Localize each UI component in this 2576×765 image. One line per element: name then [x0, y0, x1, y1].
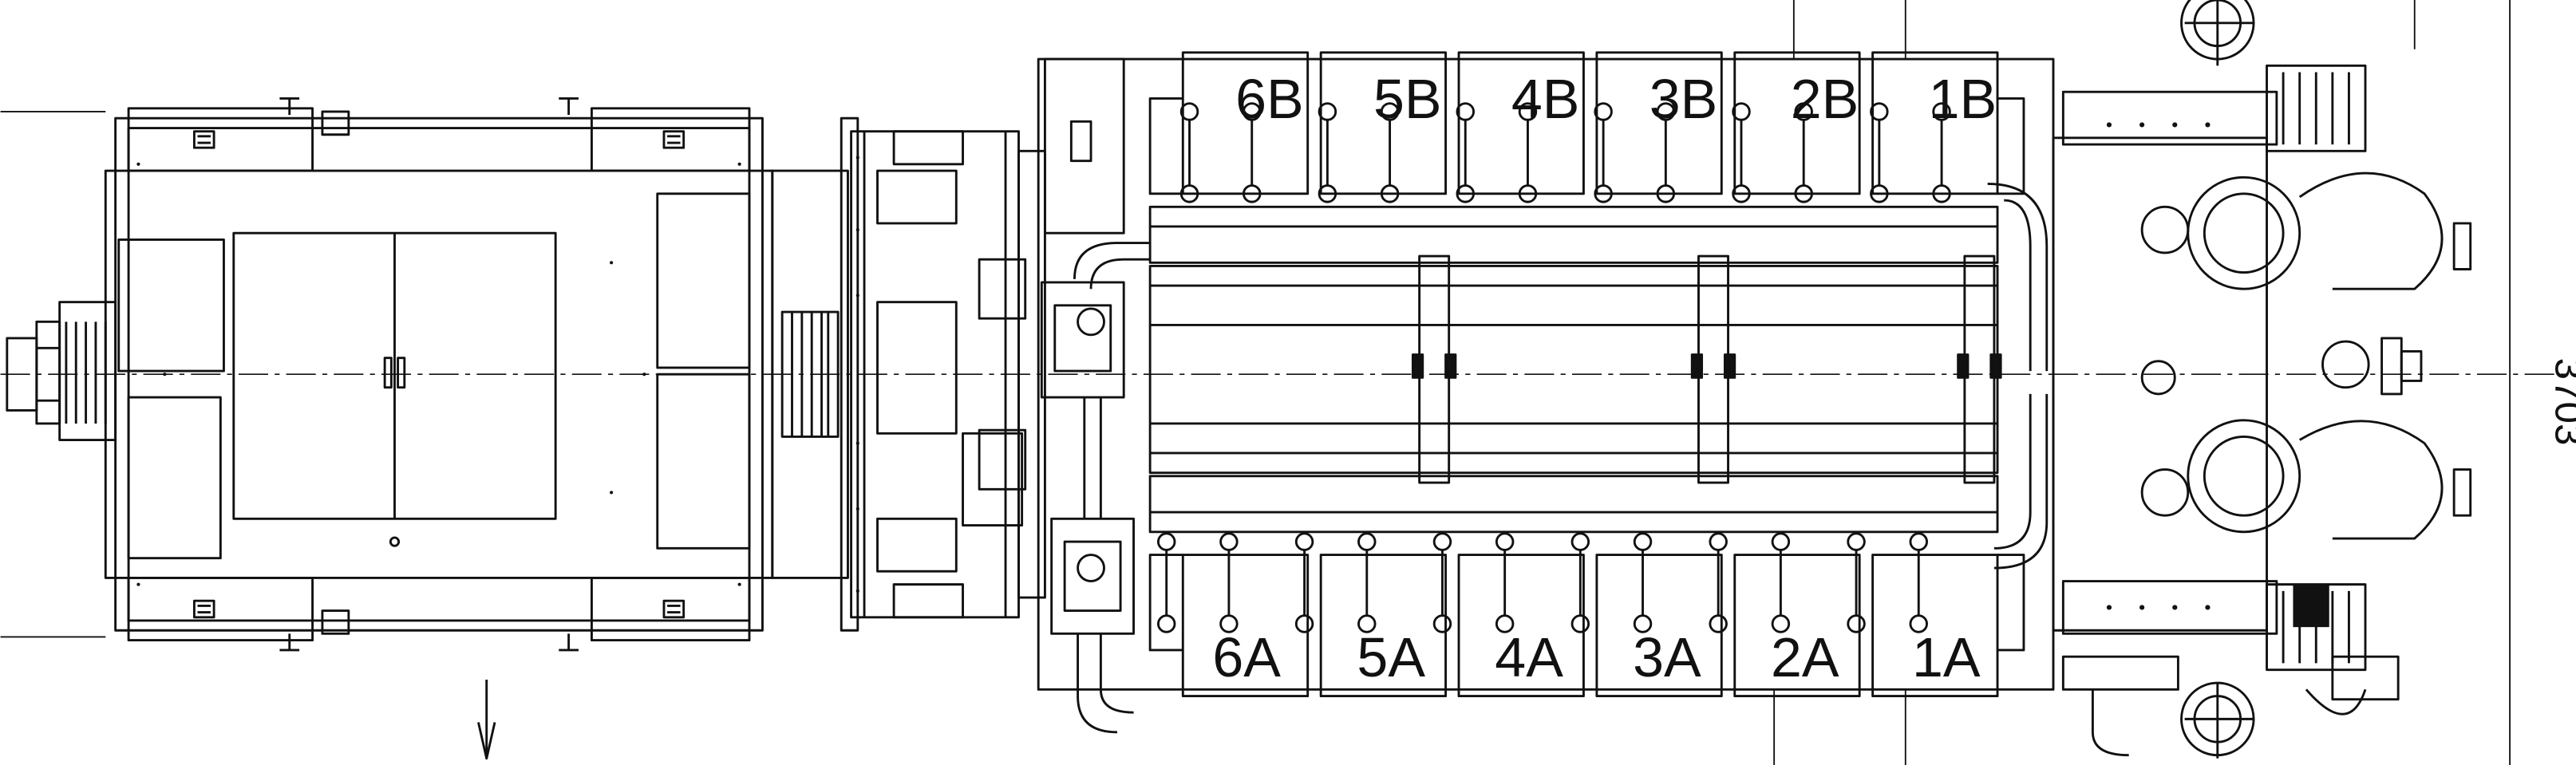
engine-block	[1017, 51, 2055, 734]
coupling-housing	[771, 116, 859, 632]
bank-a-labels: 6A 5A 4A 3A 2A 1A	[1212, 626, 1981, 688]
cylinder-label-4b: 4B	[1511, 68, 1580, 130]
turbocharger-group	[1987, 0, 2472, 759]
view-direction-arrow	[477, 679, 496, 760]
cylinder-label-5b: 5B	[1373, 68, 1442, 130]
flywheel-housing	[850, 130, 1027, 619]
cylinder-label-6b: 6B	[1235, 68, 1304, 130]
cylinder-label-1a: 1A	[1912, 626, 1981, 688]
generator	[6, 97, 774, 652]
cylinder-label-6a: 6A	[1212, 626, 1281, 688]
reference-lines	[0, 0, 2511, 765]
cylinder-label-4a: 4A	[1495, 626, 1563, 688]
cylinder-label-2b: 2B	[1791, 68, 1859, 130]
bank-b-heads	[1148, 51, 2025, 195]
cylinder-label-2a: 2A	[1771, 626, 1839, 688]
bank-a-heads	[1148, 554, 2025, 698]
bank-a-valve-gear	[1156, 532, 1928, 633]
bank-b-labels: 6B 5B 4B 3B 2B 1B	[1235, 68, 1997, 130]
charge-air-manifold	[1148, 254, 2002, 484]
side-code-label: 3703	[2547, 358, 2576, 446]
bank-b-valve-gear	[1179, 102, 1951, 203]
cylinder-label-5a: 5A	[1357, 626, 1425, 688]
cylinder-label-3a: 3A	[1633, 626, 1701, 688]
front-piping	[1040, 242, 1151, 734]
cylinder-label-3b: 3B	[1650, 68, 1718, 130]
cylinder-label-1b: 1B	[1929, 68, 1997, 130]
